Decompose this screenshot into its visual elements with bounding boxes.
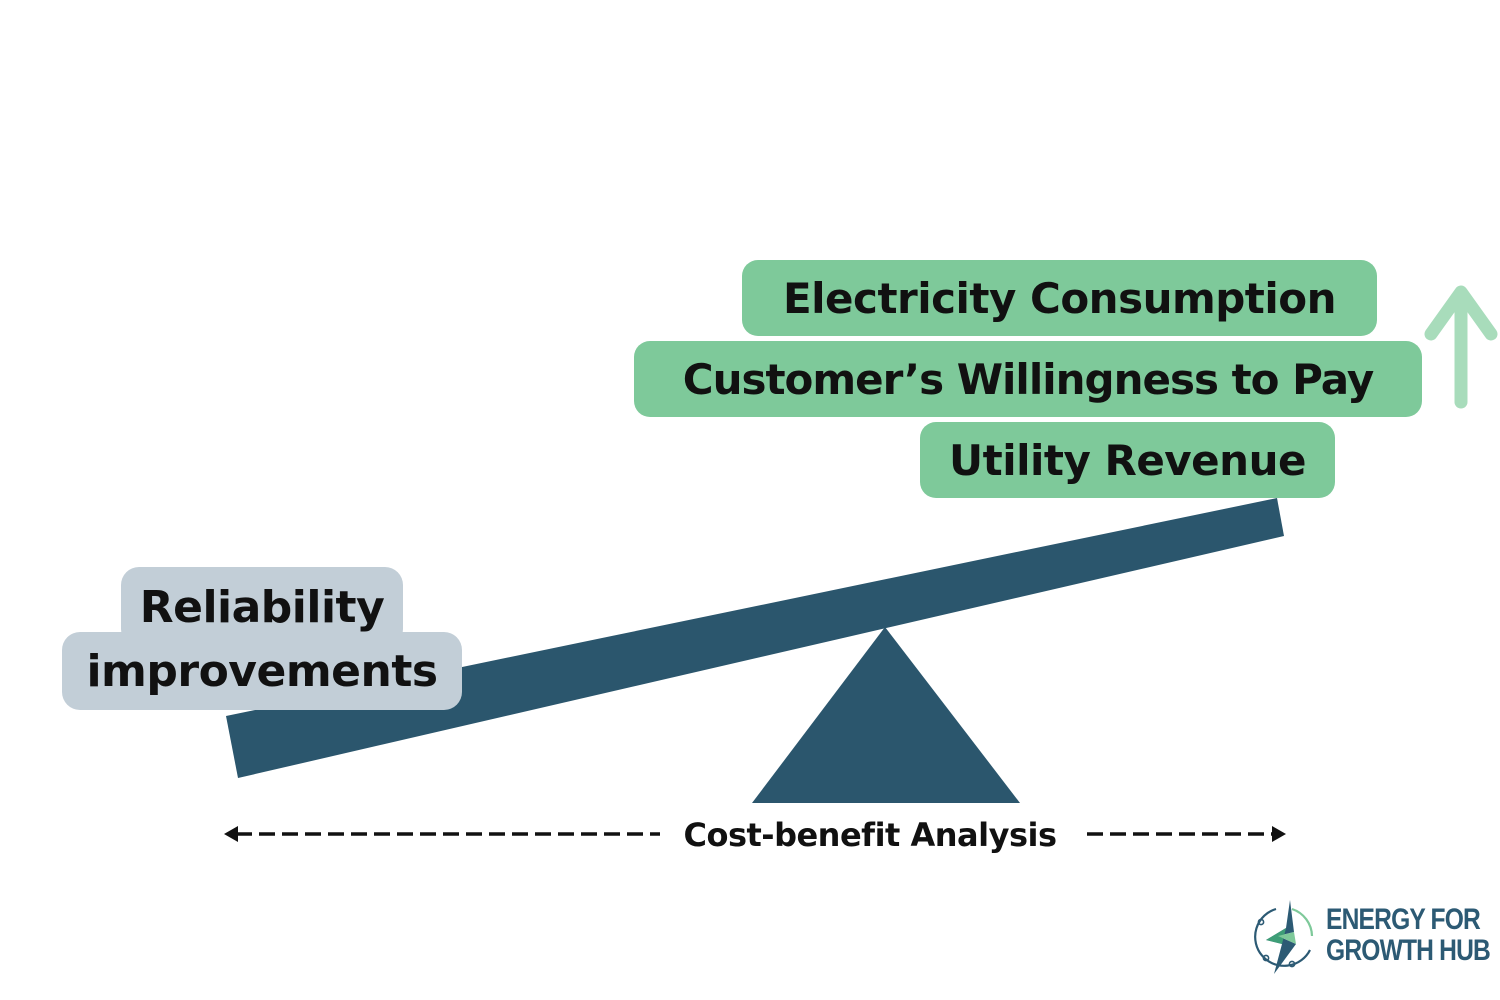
logo-text: ENERGY FOR GROWTH HUB [1326,903,1491,967]
logo-text-line2: GROWTH HUB [1326,934,1491,967]
axis-left-arrowhead [224,826,238,842]
up-arrow-icon [1424,285,1498,409]
benefit-electricity-consumption: Electricity Consumption [742,260,1377,336]
axis-label: Cost-benefit Analysis [660,813,1080,857]
seesaw-beam [226,498,1284,778]
fulcrum-triangle [752,627,1020,803]
energy-for-growth-hub-logo-icon [1254,900,1314,974]
benefit-customer-willingness-to-pay: Customer’s Willingness to Pay [634,341,1422,417]
cost-reliability-line2: improvements [62,632,462,710]
energy-for-growth-hub-logo: ENERGY FOR GROWTH HUB [1252,898,1492,978]
logo-text-line1: ENERGY FOR [1326,903,1481,936]
benefit-utility-revenue: Utility Revenue [920,422,1335,498]
axis-right-arrowhead [1272,826,1286,842]
